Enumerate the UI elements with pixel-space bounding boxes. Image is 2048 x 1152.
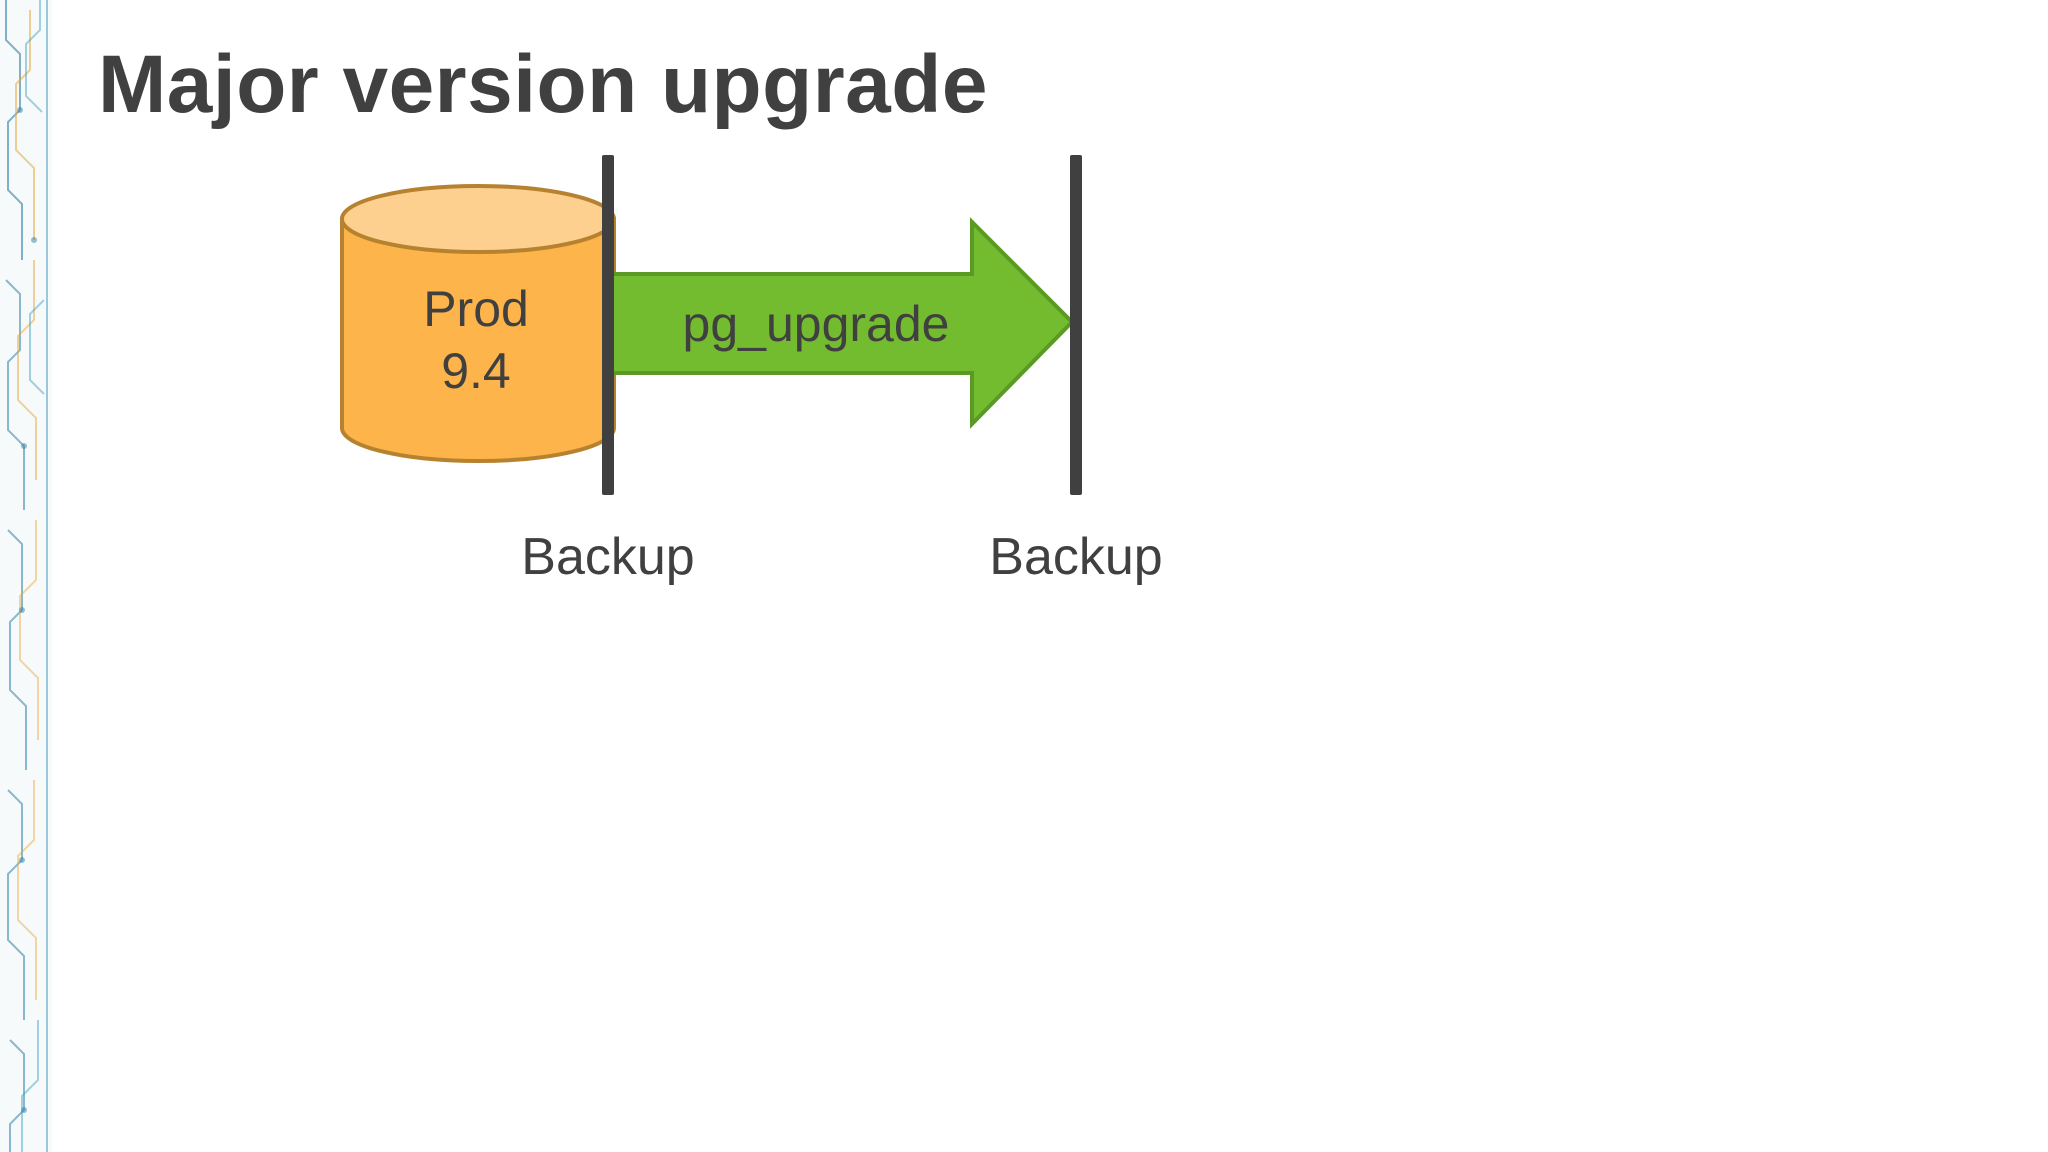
database-version: 9.4 bbox=[441, 343, 511, 399]
backup-divider-2 bbox=[1070, 155, 1082, 495]
backup-label-1: Backup bbox=[521, 528, 694, 586]
database-top bbox=[340, 184, 616, 254]
backup-label-2: Backup bbox=[989, 528, 1162, 586]
arrow-label: pg_upgrade bbox=[683, 296, 950, 352]
database-cylinder-icon: Prod 9.4 bbox=[340, 184, 616, 463]
arrow-shape bbox=[610, 217, 1075, 429]
decorative-circuit-pattern bbox=[0, 0, 52, 1152]
database-name: Prod bbox=[423, 281, 529, 337]
database-body bbox=[340, 217, 616, 463]
slide-title: Major version upgrade bbox=[98, 39, 988, 130]
backup-divider-1 bbox=[602, 155, 614, 495]
pg-upgrade-arrow-icon: pg_upgrade bbox=[610, 217, 1075, 429]
